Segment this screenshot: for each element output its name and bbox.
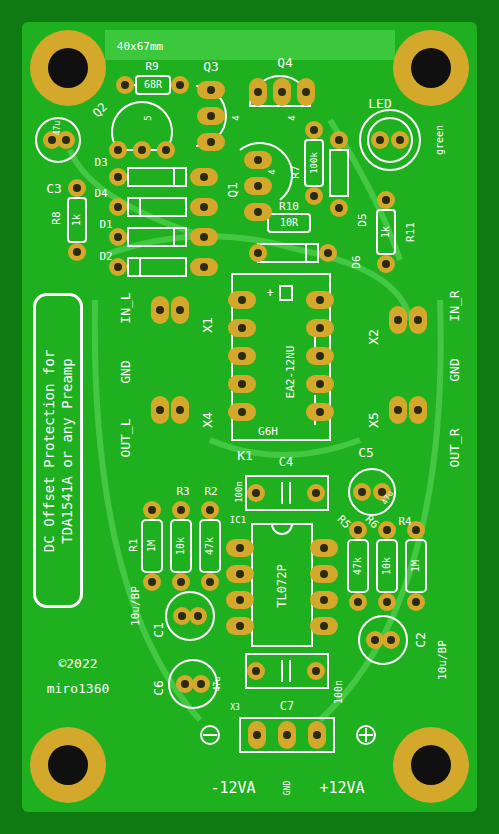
silkscreen-label: D3: [94, 157, 107, 168]
silkscreen-label: 68R: [144, 80, 162, 90]
silkscreen-label: 5: [144, 115, 153, 120]
silkscreen-label: C6: [152, 680, 165, 696]
silkscreen-label: Q1: [226, 182, 239, 198]
silkscreen-label: 1k: [381, 226, 391, 238]
silkscreen-label: OUT_R: [448, 428, 461, 467]
silkscreen-label: 10u/BP: [130, 586, 141, 626]
silkscreen-label: R9: [145, 61, 158, 72]
silkscreen-label: D2: [99, 251, 112, 262]
silkscreen-label: R1: [128, 538, 139, 551]
silkscreen-label: C3: [46, 182, 62, 195]
silkscreen-label: C5: [358, 446, 374, 459]
silkscreen-label: R11: [405, 222, 416, 242]
silkscreen-label: +12VA: [319, 781, 364, 796]
silkscreen-label: GND: [284, 781, 292, 795]
silkscreen-label: D4: [94, 188, 107, 199]
silkscreen-label: X3: [230, 704, 240, 712]
silkscreen-label: X4: [201, 412, 214, 428]
silkscreen-label: Q4: [277, 56, 293, 69]
silkscreen-label: C7: [280, 700, 294, 712]
silkscreen-label: 10k: [176, 537, 186, 555]
silkscreen-label: ©2022: [58, 657, 97, 670]
silkscreen-label: 100k: [310, 152, 319, 174]
silkscreen-label: 10u/BP: [437, 640, 448, 680]
silkscreen-label: 10R: [280, 218, 298, 228]
title-frame: DC Offset Protection for TDA1541A or any…: [33, 293, 83, 608]
silkscreen-label: IC1: [230, 516, 246, 525]
silkscreen-label: -12VA: [210, 781, 255, 796]
silkscreen-label: G6H: [258, 426, 278, 437]
silkscreen-label: 4: [232, 115, 241, 120]
silkscreen-label: 10k: [382, 557, 392, 575]
title-text: DC Offset Protection for TDA1541A or any…: [41, 346, 76, 556]
silkscreen-label: X5: [367, 412, 380, 428]
silkscreen-label: C1: [152, 622, 165, 638]
silkscreen-label: green: [435, 125, 445, 155]
silkscreen-label: 47u: [214, 677, 222, 691]
silkscreen-label: 1M: [411, 560, 421, 572]
silkscreen-label: IN_L: [119, 292, 132, 323]
silkscreen-label: R10: [279, 201, 299, 212]
silkscreen-label: TL072P: [276, 564, 288, 607]
silkscreen-label: 100n: [235, 481, 244, 503]
silkscreen-label: 47k: [205, 537, 215, 555]
silkscreen-label: R8: [51, 211, 62, 224]
silkscreen-label: D6: [351, 255, 362, 268]
silkscreen-label: 1k: [72, 214, 82, 226]
silkscreen-label: X1: [201, 317, 214, 333]
silkscreen-label: 100n: [334, 680, 344, 704]
silkscreen-label: GND: [119, 360, 132, 383]
silkscreen-label: R3: [176, 486, 189, 497]
silkscreen-label: 47k: [353, 557, 363, 575]
silkscreen-label: K1: [237, 449, 253, 462]
silkscreen-label: 1M: [147, 540, 157, 552]
silkscreen-label: D1: [99, 219, 112, 230]
silkscreen-label: R2: [204, 486, 217, 497]
silkscreen-label: C4: [279, 456, 293, 468]
silkscreen-label: Q3: [203, 60, 219, 73]
silkscreen-label: EA2-12NU: [285, 346, 296, 399]
silkscreen-label: LED: [368, 97, 391, 110]
silkscreen-label: 4: [288, 115, 297, 120]
silkscreen-label: R7: [290, 165, 301, 178]
silkscreen-label: OUT_L: [119, 418, 132, 457]
silkscreen-label: 47u: [54, 121, 62, 135]
silkscreen-label: miro1360: [47, 682, 110, 695]
silkscreen-label: GND: [448, 358, 461, 381]
silkscreen-label: 40x67mm: [117, 41, 163, 52]
silkscreen-label: D5: [357, 213, 368, 226]
silkscreen-label: R4: [398, 516, 411, 527]
silkscreen-label: 4: [268, 169, 277, 174]
silkscreen-label: C2: [414, 632, 427, 648]
silkscreen-label: +: [266, 287, 273, 299]
silkscreen-label: X2: [367, 329, 380, 345]
silkscreen-label: IN_R: [448, 290, 461, 321]
